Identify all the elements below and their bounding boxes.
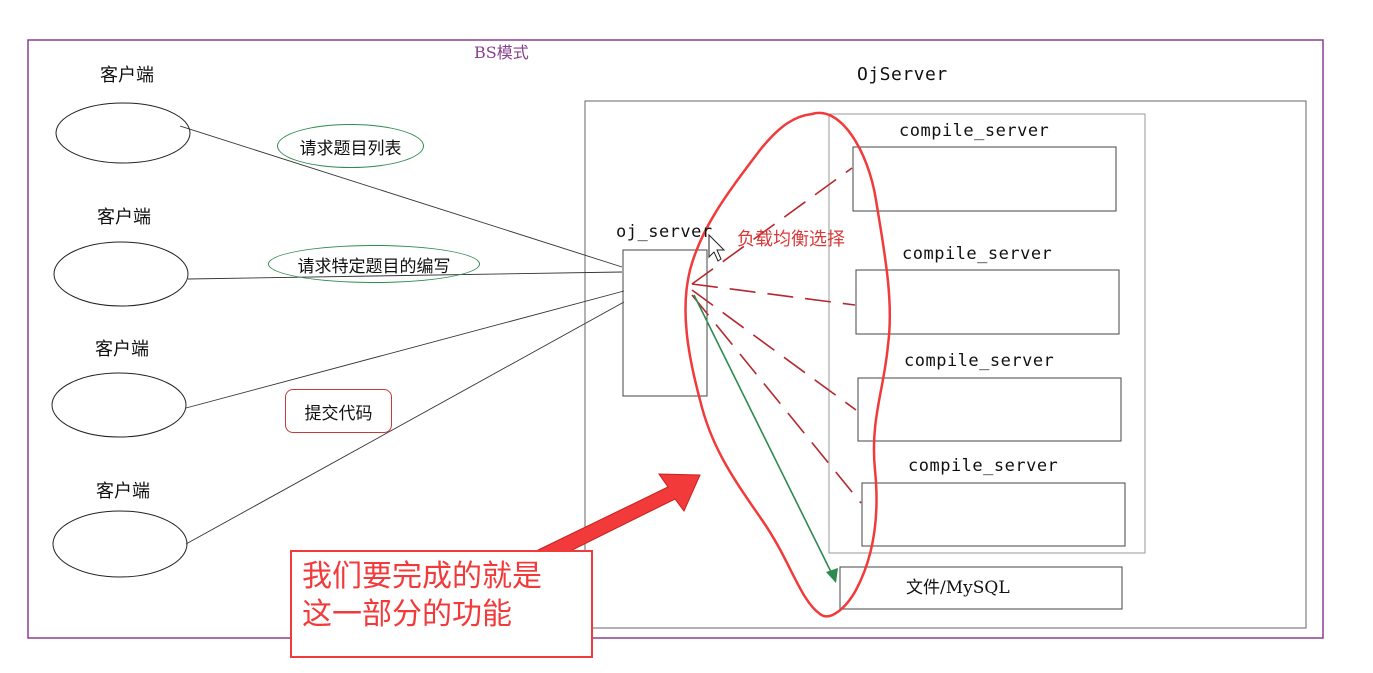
storage-box — [839, 566, 1123, 610]
submit-code-pill: 提交代码 — [285, 389, 392, 433]
ojserver-box — [584, 100, 1307, 629]
lb-line-4 — [691, 294, 862, 504]
compile-server-label-4: compile_server — [908, 456, 1059, 476]
compile-group-box — [828, 113, 1146, 554]
client-label-4: 客户端 — [96, 481, 150, 502]
request-list-pill: 请求题目列表 — [277, 124, 424, 168]
callout-box: 我们要完成的就是 这一部分的功能 — [290, 550, 593, 658]
storage-arrow-line — [693, 294, 835, 579]
compile-server-label-3: compile_server — [904, 351, 1055, 371]
request-specific-label: 请求特定题目的编写 — [297, 256, 451, 277]
compile-server-label-2: compile_server — [902, 244, 1053, 264]
connector-client-3 — [185, 290, 625, 409]
lb-line-1 — [691, 167, 853, 285]
request-specific-pill: 请求特定题目的编写 — [268, 245, 480, 283]
compile-server-box-4 — [861, 482, 1126, 547]
client-ellipse-3 — [51, 372, 187, 438]
ojserver-label: OjServer — [857, 64, 948, 85]
bs-mode-frame — [27, 39, 1324, 639]
client-ellipse-2 — [53, 241, 189, 307]
client-ellipse-1 — [55, 102, 191, 164]
compile-server-label-1: compile_server — [899, 121, 1050, 141]
callout-line-1: 我们要完成的就是 — [302, 559, 542, 594]
request-list-label: 请求题目列表 — [299, 138, 402, 159]
compile-server-box-2 — [855, 269, 1120, 335]
callout-line-2: 这一部分的功能 — [302, 597, 512, 632]
client-label-2: 客户端 — [97, 207, 151, 228]
load-balance-lines — [691, 167, 862, 504]
lb-line-2 — [691, 283, 856, 306]
client-label-1: 客户端 — [100, 65, 154, 86]
client-label-3: 客户端 — [95, 339, 149, 360]
lb-line-3 — [691, 289, 857, 411]
connector-client-1 — [179, 125, 623, 268]
connector-client-4 — [185, 301, 625, 545]
storage-label: 文件/MySQL — [906, 578, 1010, 598]
compile-server-box-1 — [852, 146, 1117, 212]
highlight-outline — [684, 111, 892, 618]
load-balance-label: 负载均衡选择 — [737, 229, 845, 250]
cursor-icon — [708, 233, 726, 262]
submit-code-label: 提交代码 — [304, 403, 373, 424]
bs-mode-label: BS模式 — [474, 43, 529, 62]
client-ellipse-4 — [52, 510, 188, 578]
storage-arrow-head — [826, 568, 838, 583]
compile-server-box-3 — [857, 377, 1122, 442]
oj-server-label: oj_server — [616, 222, 713, 242]
